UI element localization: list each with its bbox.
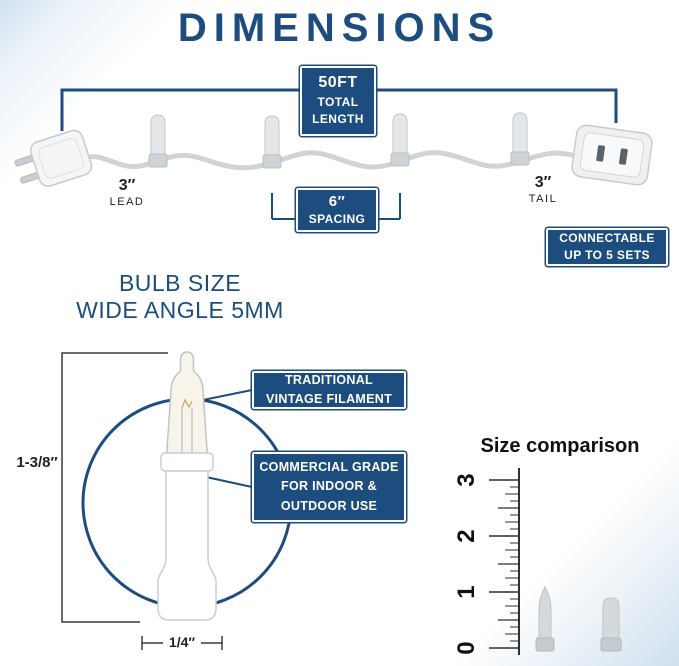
bulb-size-heading-line: WIDE ANGLE 5MM xyxy=(76,297,284,324)
bulb-collar xyxy=(160,452,214,472)
badge-line: COMMERCIAL GRADE xyxy=(259,459,399,474)
bulb-lead-wires xyxy=(181,408,193,452)
bulb-base xyxy=(157,470,217,621)
height-dimension-line xyxy=(61,352,168,623)
bulb-width-label: 1/4″ xyxy=(168,634,196,650)
tail-value: 3″ xyxy=(534,174,552,191)
badge-line: LENGTH xyxy=(312,112,364,127)
callout-line-grade xyxy=(205,476,253,488)
comparison-bulb-pointed xyxy=(535,585,555,652)
badge-line: TRADITIONAL xyxy=(284,372,373,387)
badge-line: TOTAL xyxy=(317,95,359,109)
tail-dimension-label: 3″ TAIL xyxy=(515,174,571,205)
bulb-height-label: 1-3/8″ xyxy=(16,454,58,471)
mini-bulb-icon xyxy=(148,114,168,168)
width-dimension-line xyxy=(141,636,223,650)
power-plug-icon xyxy=(14,129,93,187)
spacing-caption: SPACING xyxy=(308,212,366,227)
lead-dimension-label: 3″ LEAD xyxy=(99,177,155,208)
connector-socket-icon xyxy=(571,124,653,186)
bulb-illustration xyxy=(157,351,217,621)
bulb-size-heading: BULB SIZE WIDE ANGLE 5MM xyxy=(58,270,302,324)
spacing-value: 6″ xyxy=(328,192,346,210)
size-comparison-title: Size comparison xyxy=(480,435,640,457)
badge-line: CONNECTABLE xyxy=(559,230,655,245)
filament-callout-badge: TRADITIONAL VINTAGE FILAMENT xyxy=(252,371,406,409)
ruler-label-1: 1 xyxy=(453,585,480,599)
badge-line: FOR INDOOR & xyxy=(281,479,377,494)
connectable-badge: CONNECTABLE UP TO 5 SETS xyxy=(546,228,668,266)
grade-callout-badge: COMMERCIAL GRADE FOR INDOOR & OUTDOOR US… xyxy=(252,452,406,522)
total-length-badge: 50FT TOTAL LENGTH xyxy=(300,66,376,136)
ruler xyxy=(489,468,520,655)
badge-line: 50FT xyxy=(318,74,358,92)
mini-bulb-icon xyxy=(390,113,410,167)
mini-bulb-icon xyxy=(510,112,530,166)
lead-value: 3″ xyxy=(118,177,136,194)
badge-line: UP TO 5 SETS xyxy=(564,248,650,262)
comparison-bulb-round xyxy=(600,597,622,652)
bulb-size-heading-line: BULB SIZE xyxy=(118,270,242,296)
callout-line-filament xyxy=(202,389,253,401)
page-title: DIMENSIONS xyxy=(177,6,502,50)
badge-line: OUTDOOR USE xyxy=(280,498,378,513)
mini-bulb-icon xyxy=(262,115,282,169)
spacing-badge: 6″ SPACING xyxy=(296,188,378,232)
bulb-filament xyxy=(181,398,193,409)
tail-caption: TAIL xyxy=(528,193,558,205)
ruler-label-2: 2 xyxy=(453,529,480,543)
badge-line: VINTAGE FILAMENT xyxy=(265,392,393,406)
lead-caption: LEAD xyxy=(109,196,145,208)
ruler-label-0: 0 xyxy=(453,641,480,655)
ruler-label-3: 3 xyxy=(453,473,480,487)
